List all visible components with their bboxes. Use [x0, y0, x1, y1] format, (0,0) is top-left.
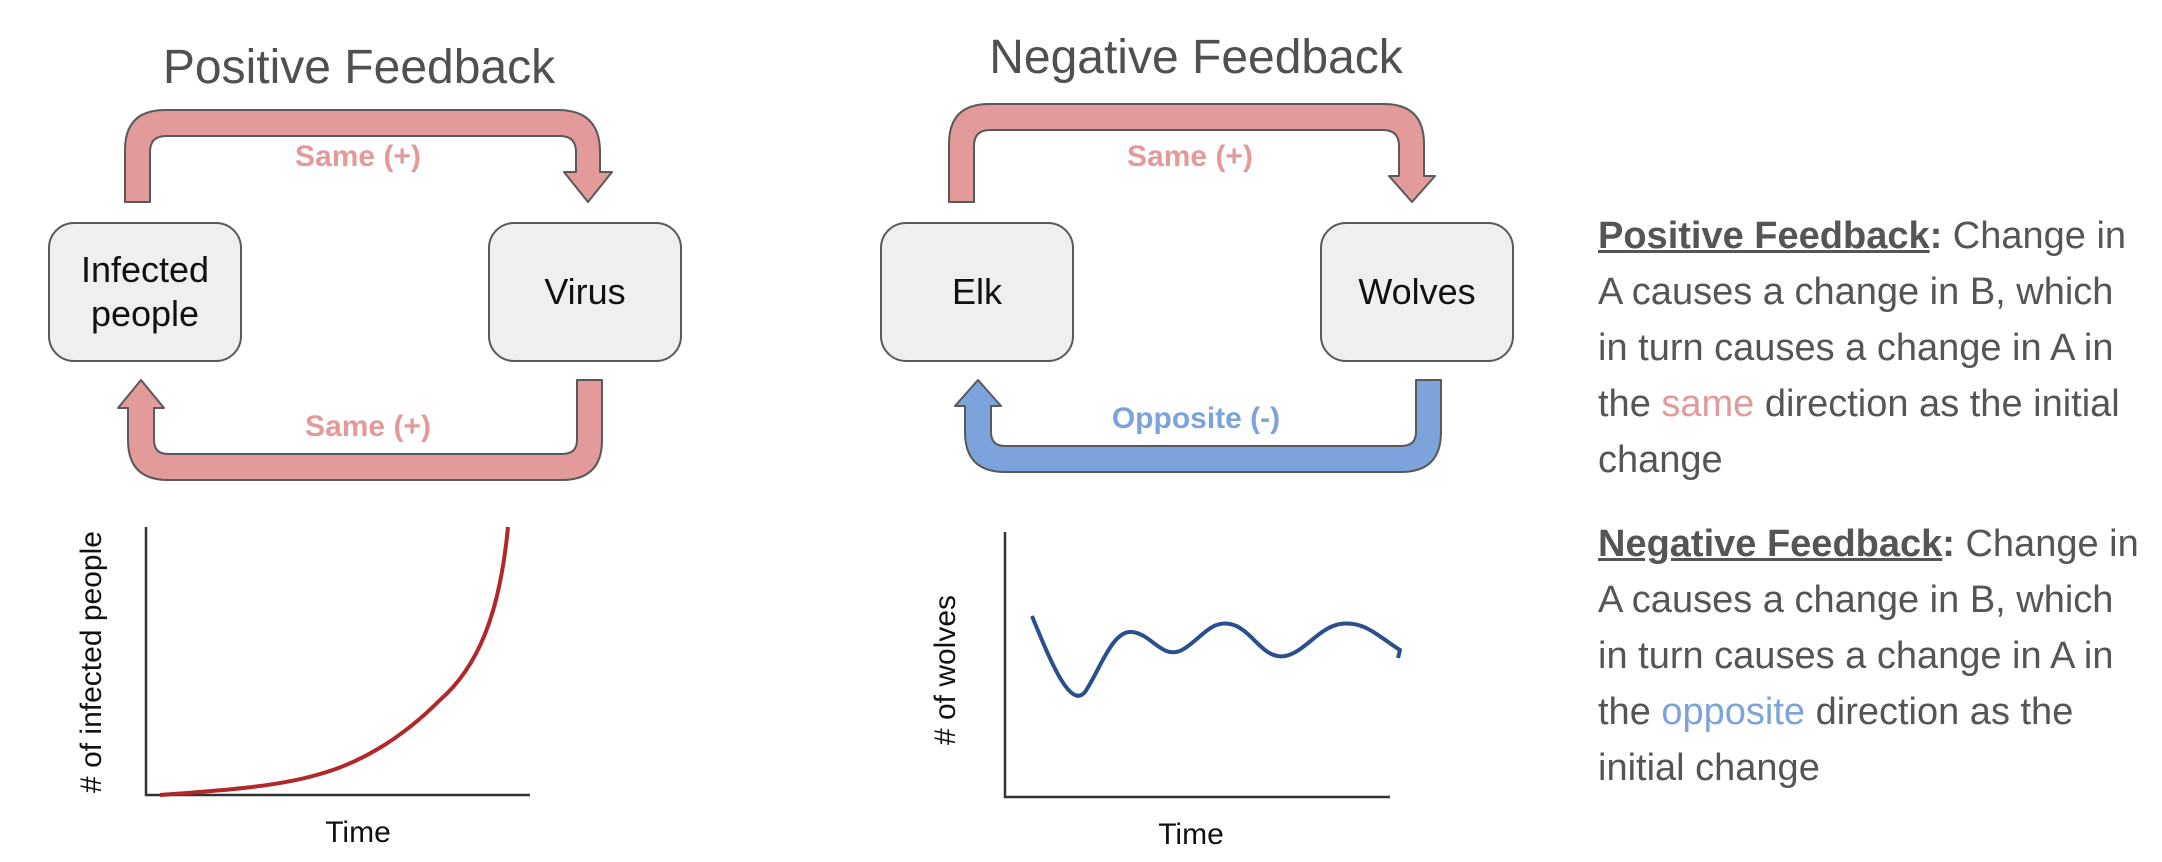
node-wolves: Wolves	[1320, 222, 1514, 362]
negative-definition-highlight: opposite	[1661, 691, 1806, 733]
positive-definition-text-after: direction as the initial change	[1598, 383, 2120, 481]
node-infected-people-label: Infected people	[80, 249, 210, 334]
negative-bottom-arrow-label: Opposite (-)	[1111, 402, 1281, 435]
node-virus-label: Virus	[544, 271, 626, 312]
positive-graph-axes	[144, 527, 530, 797]
positive-graph-xlabel: Time	[325, 816, 391, 849]
positive-graph-ylabel: # of infected people	[75, 531, 108, 793]
node-elk: Elk	[880, 222, 1074, 362]
negative-feedback-title: Negative Feedback	[989, 31, 1403, 84]
negative-bottom-arrow	[954, 379, 1442, 473]
negative-definition-colon: :	[1942, 523, 1955, 565]
positive-top-arrow	[124, 109, 613, 203]
negative-top-arrow-label: Same (+)	[1127, 140, 1253, 173]
positive-growth-curve	[159, 526, 510, 797]
node-elk-label: Elk	[951, 271, 1002, 312]
negative-feedback-definition: Negative Feedback: Change in A causes a …	[1598, 516, 2148, 796]
positive-top-arrow-label: Same (+)	[295, 140, 421, 173]
node-virus: Virus	[488, 222, 682, 362]
positive-feedback-title: Positive Feedback	[162, 41, 556, 94]
node-infected-people: Infected people	[48, 222, 242, 362]
positive-definition-colon: :	[1929, 215, 1943, 257]
negative-top-arrow	[948, 103, 1436, 203]
negative-definition-term: Negative Feedback	[1598, 523, 1943, 565]
node-wolves-label: Wolves	[1358, 271, 1476, 312]
positive-bottom-arrow-label: Same (+)	[305, 410, 431, 443]
positive-graph	[144, 526, 530, 797]
positive-definition-term: Positive Feedback	[1598, 215, 1930, 257]
negative-definition-text-before: Change in A causes a change in B, which …	[1598, 523, 2139, 733]
positive-feedback-definition: Positive Feedback: Change in A causes a …	[1598, 208, 2148, 488]
negative-graph-xlabel: Time	[1158, 818, 1224, 851]
negative-graph	[1003, 532, 1402, 799]
negative-graph-ylabel: # of wolves	[929, 594, 962, 746]
negative-oscillation-curve	[1030, 615, 1402, 698]
negative-definition-text-after: direction as the initial change	[1598, 691, 2074, 789]
positive-definition-highlight: same	[1661, 383, 1755, 425]
positive-bottom-arrow	[117, 379, 603, 481]
negative-graph-axes	[1003, 532, 1390, 799]
positive-definition-text-before: Change in A causes a change in B, which …	[1598, 215, 2127, 425]
